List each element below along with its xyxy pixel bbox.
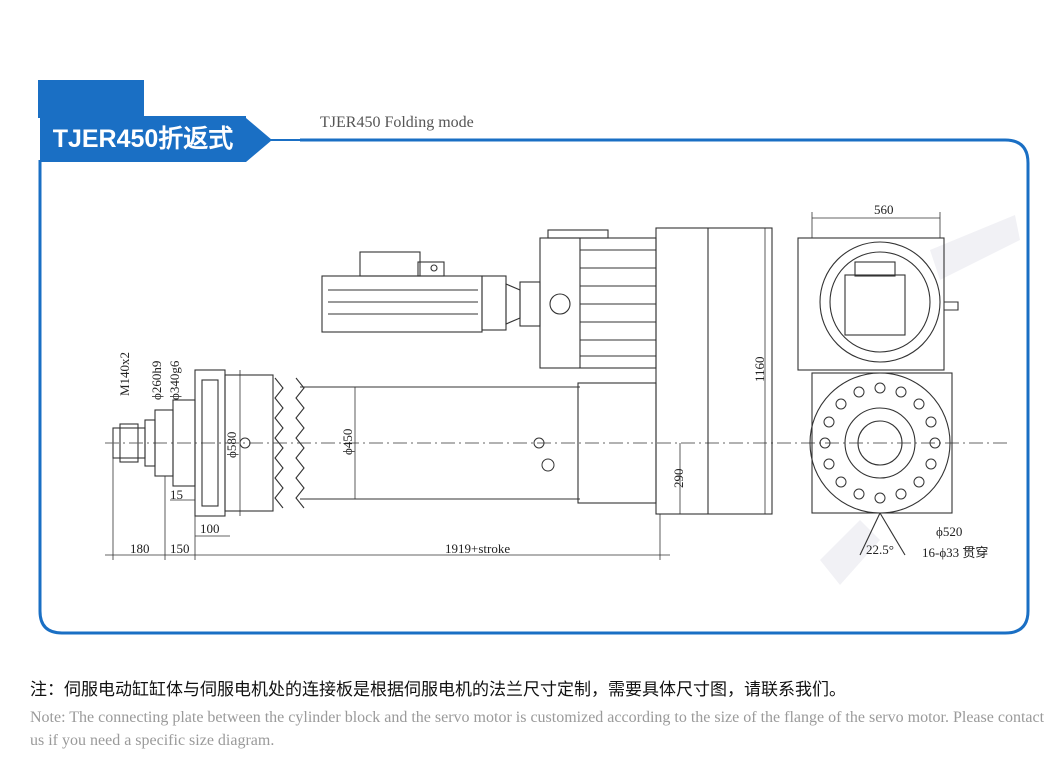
dim-d340: ϕ340g6 [167,360,182,400]
cylinder-side-view [105,227,1010,517]
page-title: TJER450折返式 [52,125,234,153]
dim-w560: 560 [874,202,894,217]
dim-angle: 22.5° [866,542,894,557]
dimension-lines [105,212,941,560]
dim-l100: 100 [200,521,220,536]
dim-d520: ϕ520 [936,524,963,539]
dim-d450: ϕ450 [340,428,355,455]
dim-thread: M140x2 [117,351,132,396]
dim-stroke: 1919+stroke [445,541,511,556]
center-mark-icon [533,437,545,449]
dim-d260: ϕ260h9 [149,360,164,400]
rotation-mark-icon [541,458,555,472]
page-subtitle: TJER450 Folding mode [320,114,474,131]
dim-holes: 16-ϕ33 贯穿 [922,545,989,560]
end-view [797,237,959,556]
dim-h290: 290 [671,468,686,489]
dim-l150: 150 [170,541,190,556]
dim-h1160: 1160 [752,356,767,382]
dim-l15: 15 [170,487,183,502]
flange-holes [819,382,941,504]
note-english: Note: The connecting plate between the c… [30,709,1045,749]
watermark [820,215,1020,585]
dim-l180: 180 [130,541,150,556]
center-mark-icon [239,437,251,449]
dim-d580: ϕ580 [224,431,239,458]
note-chinese: 注：伺服电动缸缸体与伺服电机处的连接板是根据伺服电机的法兰尺寸定制，需要具体尺寸… [30,680,846,700]
blue-frame [38,80,1030,635]
